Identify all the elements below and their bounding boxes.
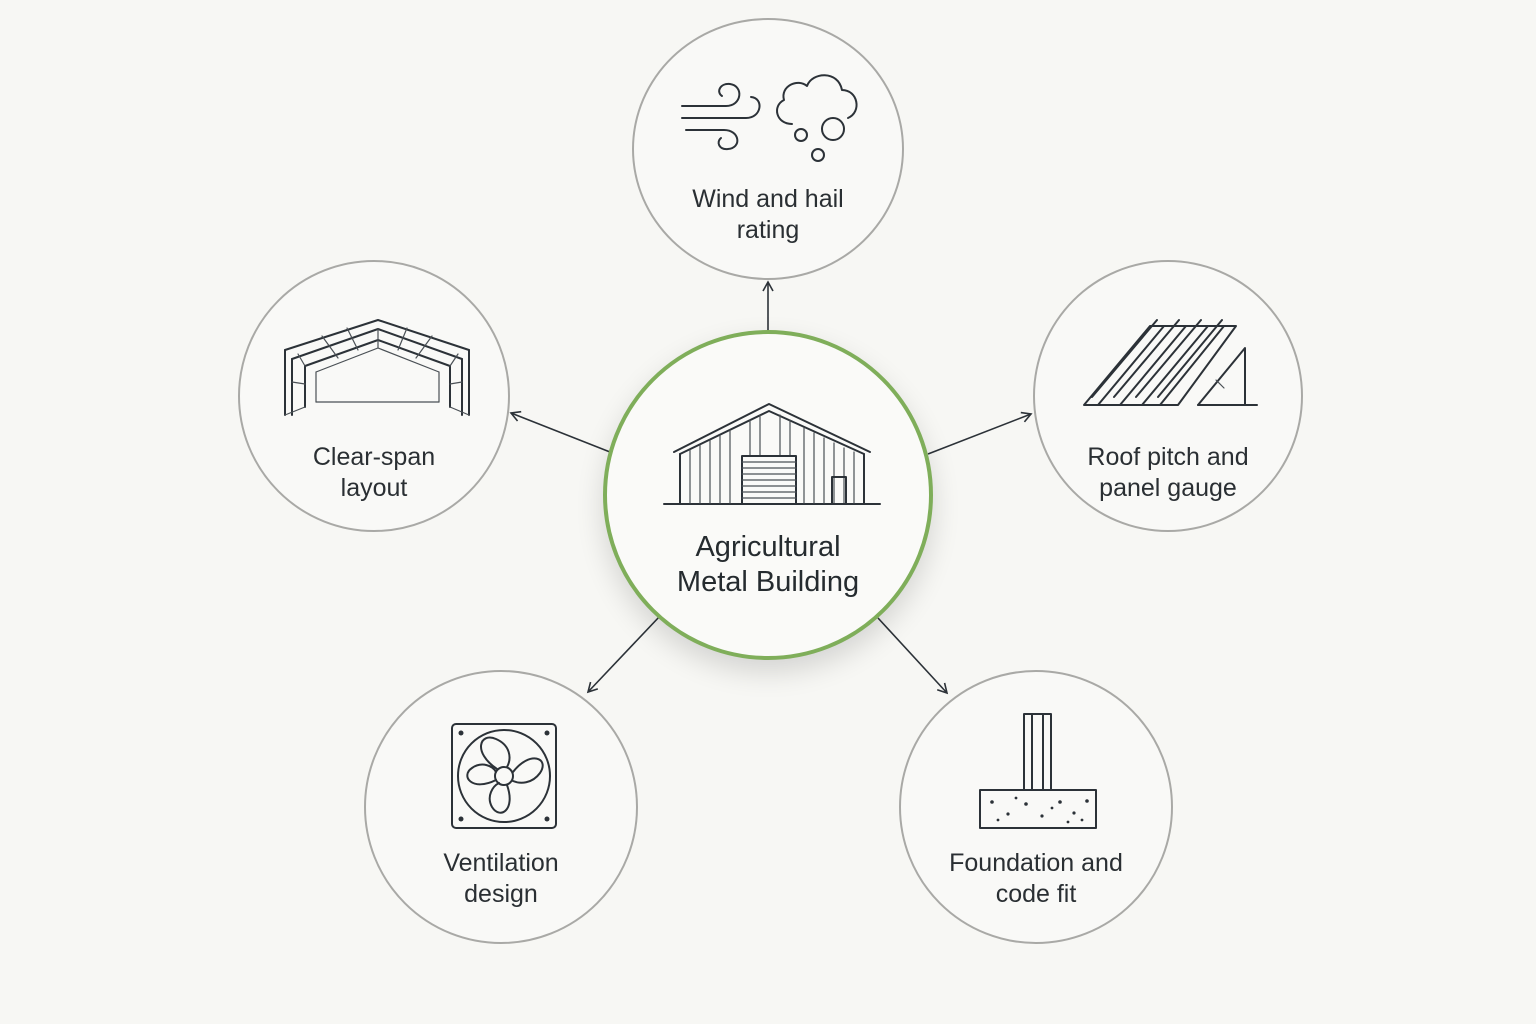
node-label: Ventilation design (443, 849, 559, 908)
roof-panels-icon (1083, 319, 1258, 406)
node-wind-hail: Wind and hail rating (632, 18, 904, 280)
node-label: Roof pitch and panel gauge (1087, 443, 1249, 502)
fan-icon (451, 723, 557, 829)
clear-span-frame-icon (284, 319, 470, 416)
wind-hail-icon (681, 74, 858, 162)
node-label: Foundation and code fit (949, 849, 1123, 908)
node-label: Clear-span layout (312, 443, 436, 502)
node-ventilation: Ventilation design (364, 670, 638, 944)
arrow-to-clear-span (509, 410, 611, 453)
arrow-to-foundation (877, 617, 949, 695)
center-label: Agricultural Metal Building (676, 531, 860, 598)
arrow-to-ventilation (586, 615, 661, 694)
node-clear-span: Clear-span layout (238, 260, 510, 532)
center-node: Agricultural Metal Building (603, 330, 933, 660)
node-foundation: Foundation and code fit (899, 670, 1173, 944)
barn-icon (663, 403, 881, 505)
node-roof-pitch: Roof pitch and panel gauge (1033, 260, 1303, 532)
foundation-column-icon (979, 713, 1097, 829)
node-label: Wind and hail rating (692, 185, 844, 244)
arrow-to-roof-pitch (927, 411, 1033, 455)
